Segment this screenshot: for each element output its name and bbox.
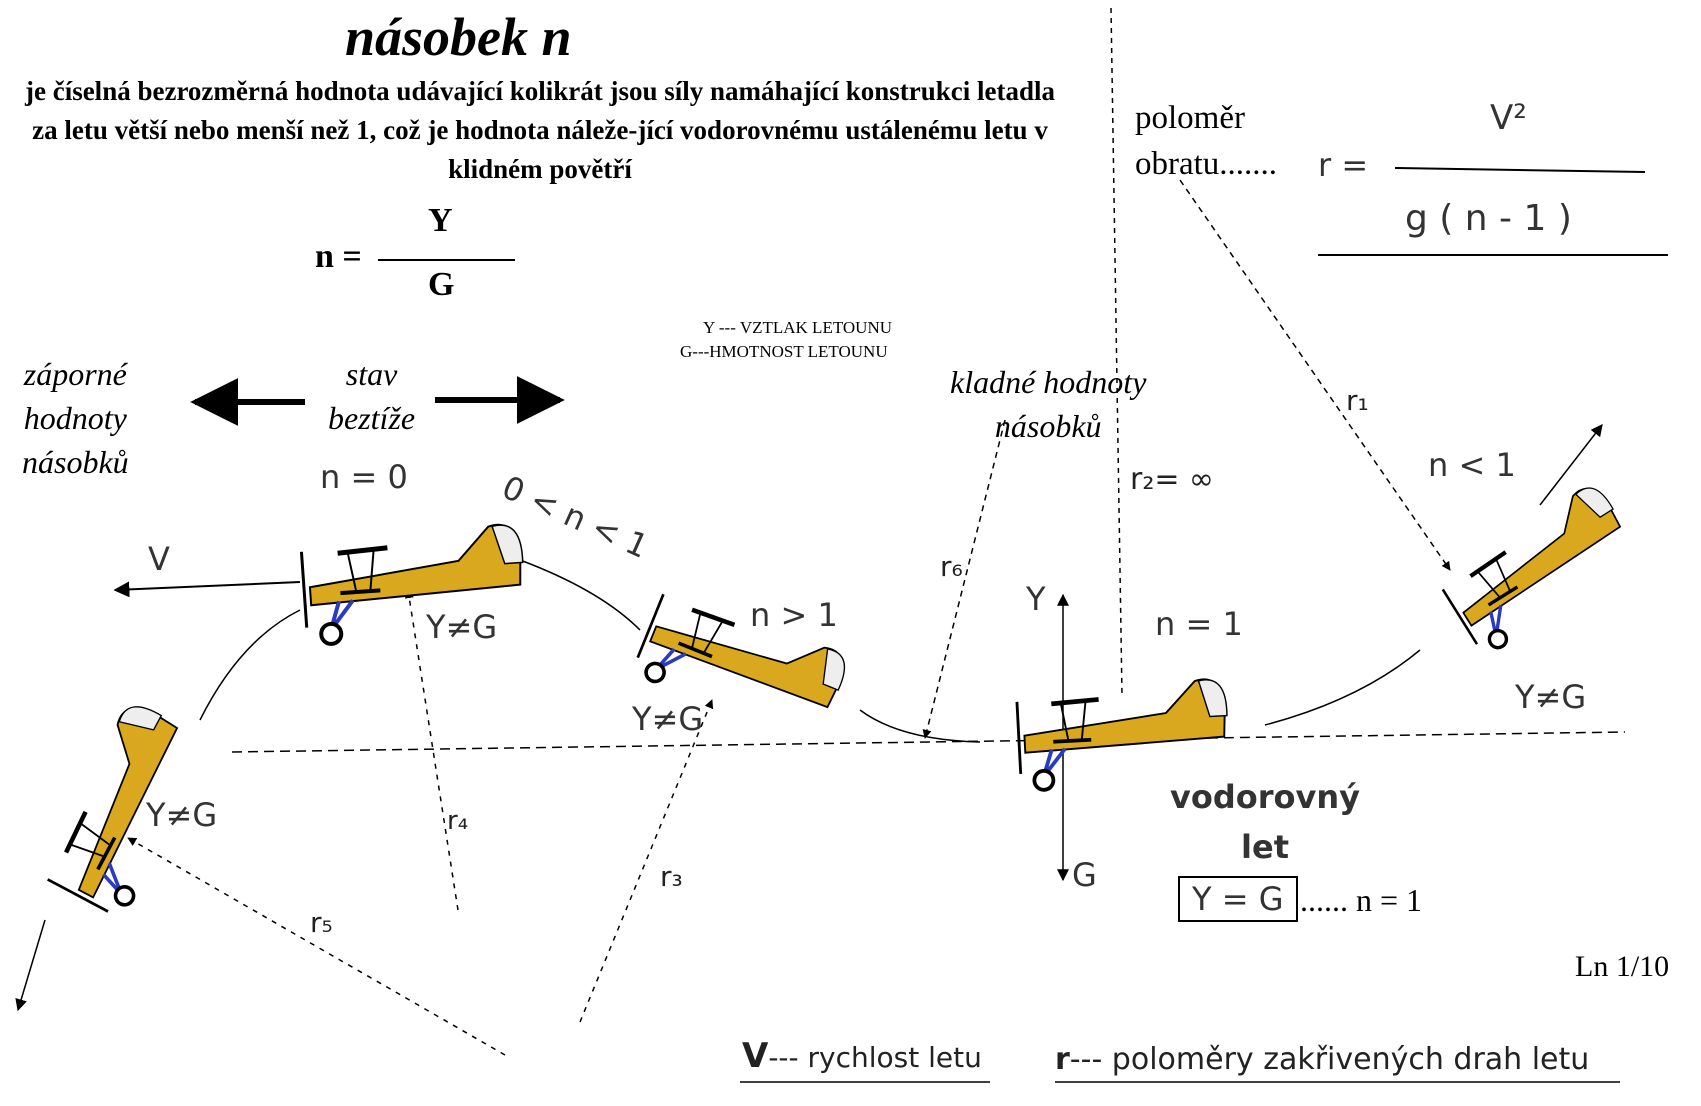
v-arrow [113, 581, 301, 598]
state-n-zero: n = 0 [320, 458, 408, 496]
incoming-arrow [1539, 424, 1603, 506]
state-n-eq1: n = 1 [1155, 605, 1243, 643]
footer-velocity: V--- rychlost letu [742, 1036, 982, 1076]
level-flight-line-1: vodorovný [1170, 778, 1360, 816]
force-label-ngt1: Y≠G [632, 700, 704, 738]
turn-radius-label-2: obratu....... [1135, 146, 1278, 182]
zone-negative: záporné hodnoty násobků [22, 352, 129, 484]
plane-nlt1 [1437, 481, 1644, 658]
force-y-label: Y [1026, 580, 1046, 618]
footer-r-symbol: r [1055, 1042, 1070, 1077]
zone-weightless: stav beztíže [328, 352, 415, 440]
footer-radius: r--- poloměry zakřivených drah letu [1055, 1042, 1589, 1077]
page-reference: Ln 1/10 [1575, 950, 1670, 983]
footer-v-text: --- rychlost letu [768, 1041, 982, 1074]
force-label-nlt1: Y≠G [1515, 678, 1587, 716]
velocity-label: V [148, 540, 170, 578]
legend-y: Y --- VZTLAK LETOUNU [703, 318, 893, 337]
radius-r5: r₅ [310, 906, 333, 939]
footer-r-text: --- poloměry zakřivených drah letu [1069, 1042, 1590, 1077]
horizon-line [231, 731, 1626, 753]
radius-r6: r₆ [940, 550, 963, 583]
n-formula-denominator: G [428, 266, 455, 303]
radius-r2: r₂= ∞ [1130, 462, 1215, 497]
n-formula-lhs: n = [315, 238, 362, 275]
footer-v-symbol: V [742, 1036, 769, 1076]
state-n-lt1: n < 1 [1428, 446, 1516, 484]
r-formula-denominator: g ( n - 1 ) [1405, 198, 1572, 239]
zone-positive-line-2: násobků [994, 408, 1102, 444]
zone-positive-line-1: kladné hodnoty [950, 364, 1147, 400]
zone-negative-line-3: násobků [22, 444, 129, 480]
legend-g: G---HMOTNOST LETOUNU [680, 342, 888, 361]
vertical-line [1110, 7, 1123, 696]
zone-negative-line-2: hodnoty [23, 400, 127, 436]
level-flight-line-2: let [1241, 828, 1289, 866]
r-formula-lhs: r = [1318, 146, 1369, 184]
zone-weightless-line-2: beztíže [328, 400, 416, 436]
radius-r3: r₃ [660, 860, 683, 893]
y-equals-g-box: Y = G [1178, 876, 1298, 922]
radius-r1: r₁ [1346, 384, 1369, 417]
r6-line [922, 419, 1006, 739]
r-fraction-bar [1394, 167, 1646, 173]
r5-line [127, 837, 506, 1056]
level-flight-label: vodorovný let [1170, 772, 1360, 872]
zone-weightless-line-1: stav [345, 356, 398, 392]
force-label-n0: Y≠G [426, 608, 498, 646]
n-formula-numerator: Y [428, 202, 453, 239]
level-flight-suffix: ...... n = 1 [1300, 882, 1423, 918]
outgoing-arrow [15, 919, 46, 1012]
r1-line [1179, 179, 1451, 571]
radius-r4: r₄ [447, 806, 469, 836]
zone-positive: kladné hodnoty násobků [950, 360, 1146, 448]
flight-path [199, 559, 1421, 743]
force-g-label: G [1072, 856, 1097, 894]
r-formula-numerator: V² [1490, 98, 1527, 138]
zone-negative-line-1: záporné [23, 356, 127, 392]
force-label-inverted: Y≠G [146, 796, 218, 834]
state-n-gt1: n > 1 [750, 596, 838, 634]
intro-text: je číselná bezrozměrná hodnota udávající… [24, 76, 1056, 184]
turn-radius-label-1: poloměr [1135, 100, 1245, 136]
r3-line [579, 699, 714, 1023]
page-title: násobek n [345, 7, 572, 67]
